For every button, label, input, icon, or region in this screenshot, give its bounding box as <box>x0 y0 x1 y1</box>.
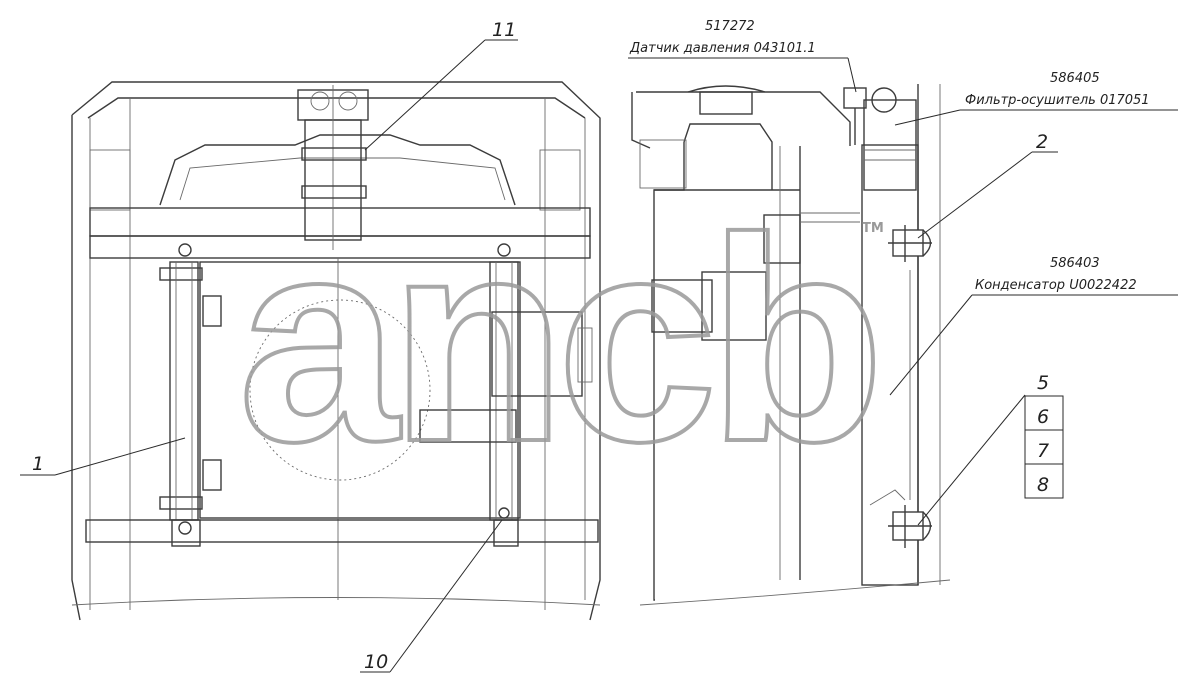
callout-6: 6 <box>1037 406 1049 428</box>
callout-10: 10 <box>364 651 388 673</box>
callout-5: 5 <box>1037 372 1049 394</box>
leader-lines <box>20 39 1178 673</box>
watermark-text: ancb <box>238 178 875 502</box>
sensor-part-code: 517272 <box>705 19 755 34</box>
front-view <box>71 81 601 621</box>
filter-part-name: Фильтр-осушитель 017051 <box>965 93 1150 108</box>
filter-part-code: 586405 <box>1050 71 1100 86</box>
sensor-part-name: Датчик давления 043101.1 <box>629 41 816 56</box>
side-view <box>631 84 951 606</box>
callout-1: 1 <box>32 453 44 475</box>
watermark-tm: TM <box>862 221 884 236</box>
callout-8: 8 <box>1037 474 1049 496</box>
callout-11: 11 <box>492 19 516 41</box>
callout-2: 2 <box>1036 131 1048 153</box>
callout-7: 7 <box>1037 440 1049 462</box>
condenser-part-name: Конденсатор U0022422 <box>975 278 1137 293</box>
condenser-part-code: 586403 <box>1050 256 1100 271</box>
watermark: ancb TM <box>236 176 887 504</box>
